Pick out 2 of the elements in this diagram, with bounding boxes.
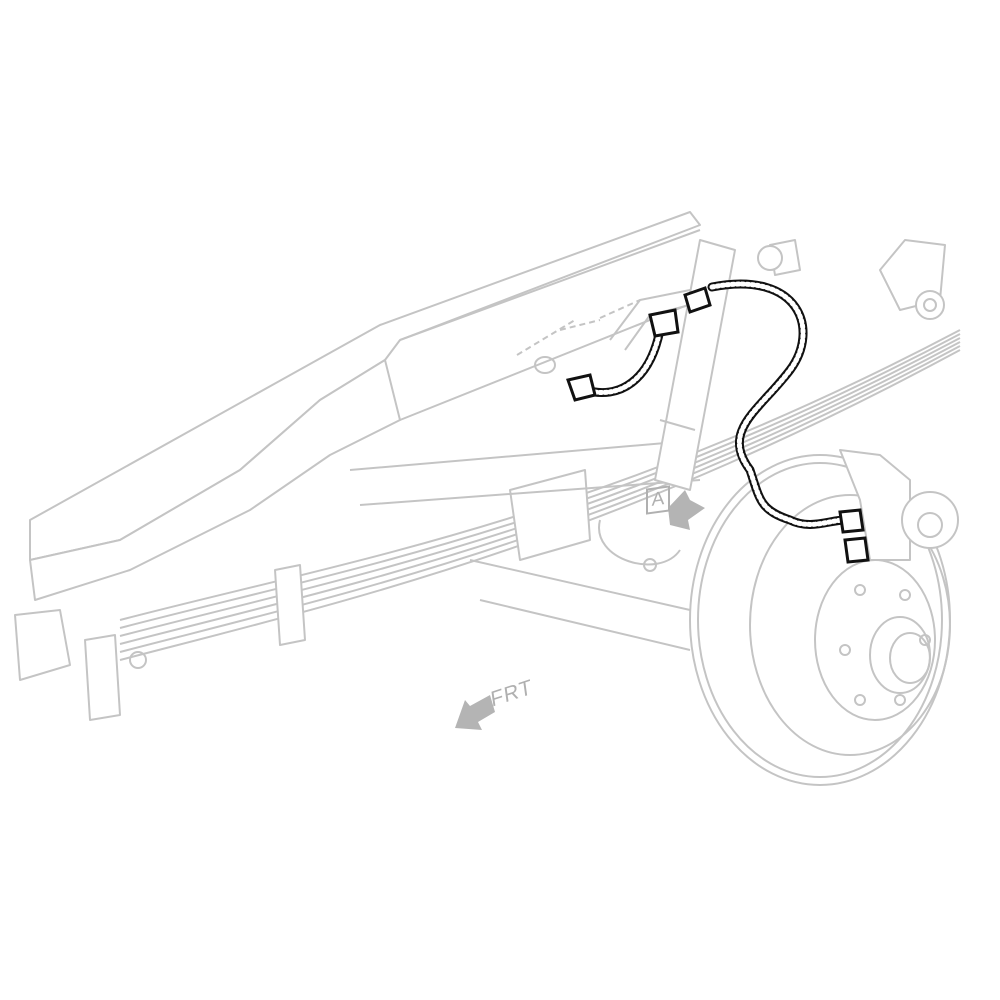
front-direction-label: FRT [489, 675, 534, 713]
view-letter: A [646, 485, 670, 515]
